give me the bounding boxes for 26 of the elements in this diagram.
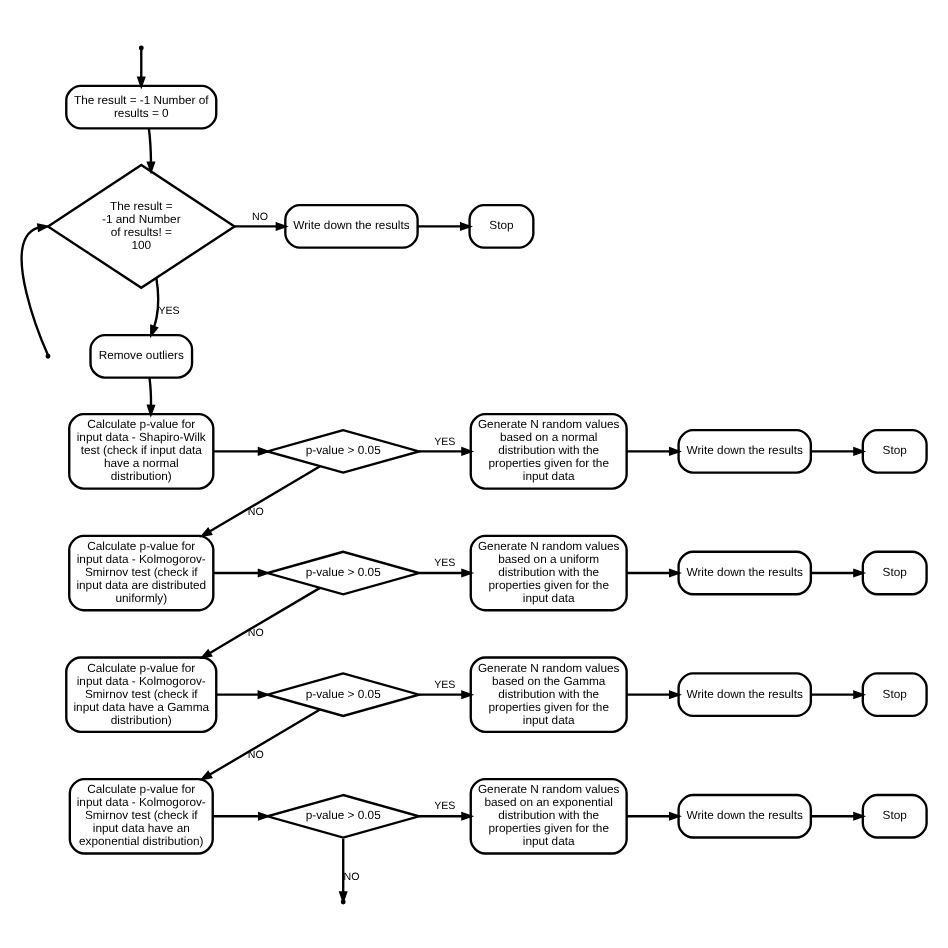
arrow: [626, 689, 682, 699]
arrow: [216, 689, 271, 699]
arrow: [626, 445, 682, 455]
arrow: [146, 127, 156, 174]
arrow: [626, 810, 682, 820]
arrow: [20, 222, 51, 355]
arrow: [146, 376, 156, 417]
arrow: [626, 567, 682, 577]
arrow: [417, 220, 473, 230]
arrow: [213, 810, 272, 820]
arrow: [136, 48, 146, 89]
arrow: [419, 567, 475, 577]
arrow: [810, 567, 867, 577]
arrow: [419, 689, 475, 699]
arrow: [199, 585, 321, 659]
arrow: [199, 464, 321, 537]
arrow: [234, 220, 289, 230]
arrow: [810, 445, 867, 455]
arrow: [810, 810, 867, 820]
arrow: [150, 276, 160, 338]
arrow: [419, 445, 475, 455]
arrow: [199, 707, 321, 780]
arrow: [213, 445, 271, 455]
arrow: [213, 567, 271, 577]
arrow: [419, 810, 475, 820]
arrow: [810, 689, 867, 699]
